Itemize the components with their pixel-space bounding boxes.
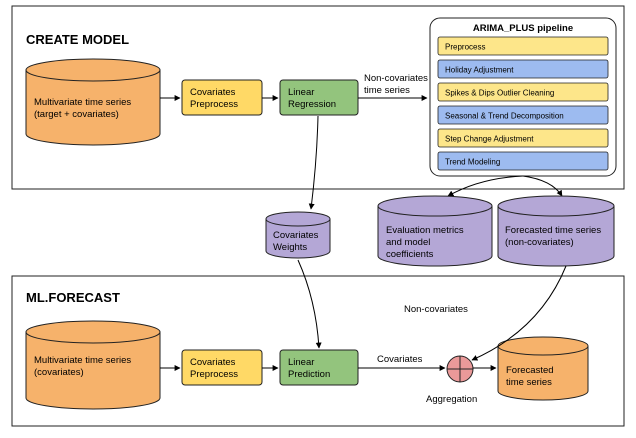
covariates-weights-cylinder (265, 211, 331, 259)
forecasted-noncov-label-2: (non-covariates) (505, 237, 574, 248)
linear-regression-label-2: Regression (288, 99, 336, 110)
pipeline-step-label: Preprocess (445, 43, 485, 52)
forecast-input-label-2: (covariates) (34, 367, 84, 378)
pipeline-step-label: Holiday Adjustment (445, 66, 514, 75)
covariates-flow-label: Covariates (377, 354, 423, 365)
evaluation-metrics-label-2: and model (386, 237, 430, 248)
arrow-pipeline-to-eval (447, 175, 524, 197)
covariates-weights-label-1: Covariates (273, 230, 319, 241)
evaluation-metrics-label-1: Evaluation metrics (386, 225, 464, 236)
ml-forecast-title: ML.FORECAST (26, 290, 120, 305)
forecast-preprocess-label-1: Covariates (190, 357, 236, 368)
evaluation-metrics-label-3: coefficients (386, 249, 434, 260)
aggregation-node-icon (446, 355, 474, 383)
create-input-label-2: (target + covariates) (34, 109, 119, 120)
forecast-preprocess-label-2: Preprocess (190, 369, 238, 380)
covariates-weights-label-2: Weights (273, 242, 307, 253)
forecast-input-label-1: Multivariate time series (34, 355, 131, 366)
forecast-output-label-2: time series (506, 377, 552, 388)
linear-prediction-label-2: Prediction (288, 369, 330, 380)
pipeline-step-box (437, 82, 609, 102)
create-input-cylinder (25, 58, 161, 146)
pipeline-step-box (437, 128, 609, 148)
arrow-forecast-to-aggregation (471, 265, 567, 361)
forecast-output-cylinder (497, 336, 589, 401)
noncov-series-label-2: time series (364, 85, 410, 96)
arrow-weights-to-prediction (297, 259, 322, 349)
noncov-series-label-1: Non-covariates (364, 73, 428, 84)
pipeline-step-box (437, 105, 609, 125)
arrow-pipeline-to-forecast (522, 175, 563, 197)
forecast-input-cylinder (25, 320, 161, 410)
create-input-label-1: Multivariate time series (34, 97, 131, 108)
pipeline-step-label: Step Change Adjustment (445, 135, 534, 144)
create-preprocess-label-1: Covariates (190, 87, 236, 98)
create-preprocess-label-2: Preprocess (190, 99, 238, 110)
arrow-regression-to-weights (308, 115, 319, 210)
create-model-title: CREATE MODEL (26, 32, 129, 47)
pipeline-step-label: Trend Modeling (445, 158, 500, 167)
linear-prediction-label-1: Linear (288, 357, 314, 368)
pipeline-step-label: Seasonal & Trend Decomposition (445, 112, 564, 121)
forecasted-noncov-label-1: Forecasted time series (505, 225, 601, 236)
pipeline-step-label: Spikes & Dips Outlier Cleaning (445, 89, 554, 98)
forecasted-noncov-cylinder (497, 195, 615, 267)
pipeline-step-box (437, 59, 609, 79)
evaluation-metrics-cylinder (377, 195, 493, 267)
create-model-frame (11, 5, 625, 190)
linear-regression-label-1: Linear (288, 87, 314, 98)
arima-pipeline-title: ARIMA_PLUS pipeline (473, 23, 573, 34)
aggregation-label: Aggregation (426, 394, 477, 405)
pipeline-step-box (437, 36, 609, 56)
forecast-output-label-1: Forecasted (506, 365, 554, 376)
pipeline-step-box (437, 151, 609, 171)
ml-forecast-frame (11, 275, 625, 427)
noncov-flow-label: Non-covariates (404, 304, 468, 315)
